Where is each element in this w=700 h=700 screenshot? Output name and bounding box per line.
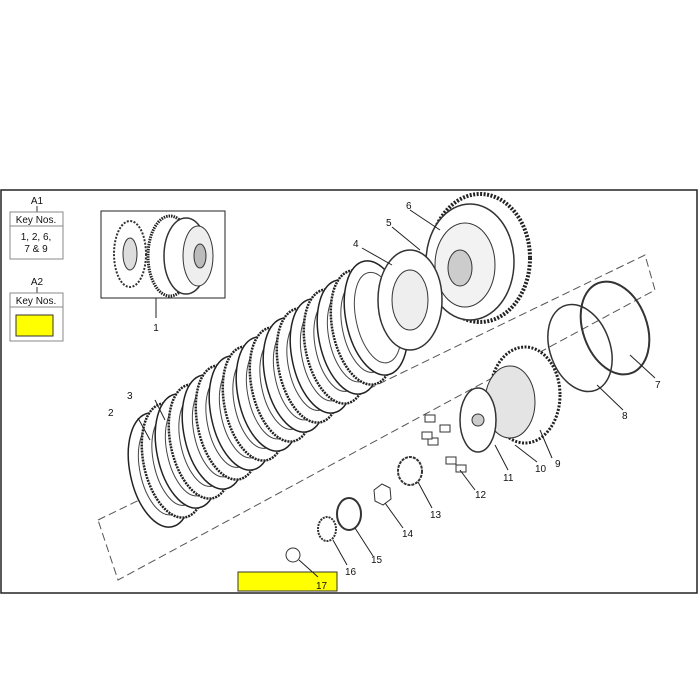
callout-14: 14 (402, 529, 414, 540)
legend-a1-keys-2: 7 & 9 (24, 244, 48, 255)
legend-a1: A1 Key Nos. 1, 2, 6, 7 & 9 (9, 196, 64, 260)
o-ring-8 (547, 303, 613, 393)
legend-a1-title: A1 (31, 196, 44, 207)
clutch-basket (425, 192, 532, 324)
diagram-frame (0, 189, 698, 594)
clutch-hub (459, 345, 562, 453)
highlight-17 (237, 571, 338, 592)
leader-lines (137, 209, 656, 578)
callout-13: 13 (430, 510, 442, 521)
callout-11: 11 (503, 473, 514, 484)
callout-6: 6 (406, 201, 412, 212)
callout-17: 17 (316, 581, 328, 592)
callout-9: 9 (555, 459, 561, 470)
lock-washer (397, 456, 423, 486)
inset-assembly: 1 (100, 210, 226, 334)
legend-a2-highlight (15, 314, 54, 337)
pushrod-piece (285, 547, 301, 563)
legend-a2-title: A2 (31, 277, 44, 288)
callout-10: 10 (535, 464, 547, 475)
clutch-plate-stack (127, 260, 409, 528)
callout-5: 5 (386, 218, 392, 229)
bearing (317, 516, 337, 542)
callout-1: 1 (153, 323, 159, 334)
o-ring-7 (579, 280, 651, 376)
pressure-plate (377, 249, 443, 351)
callout-4: 4 (353, 239, 359, 250)
callout-8: 8 (622, 411, 628, 422)
callout-3: 3 (127, 391, 133, 402)
assembly-axis-outline (97, 254, 656, 581)
legend-a1-header: Key Nos. (16, 215, 57, 226)
callout-16: 16 (345, 567, 357, 578)
callout-2: 2 (108, 408, 114, 419)
legend-a2: A2 Key Nos. (9, 277, 64, 342)
legend-a2-header: Key Nos. (16, 296, 57, 307)
callout-15: 15 (371, 555, 383, 566)
callout-12: 12 (475, 490, 487, 501)
legend-a1-keys-1: 1, 2, 6, (21, 232, 52, 243)
callout-7: 7 (655, 380, 661, 391)
nut (373, 483, 392, 506)
thrust-washer (336, 497, 362, 531)
